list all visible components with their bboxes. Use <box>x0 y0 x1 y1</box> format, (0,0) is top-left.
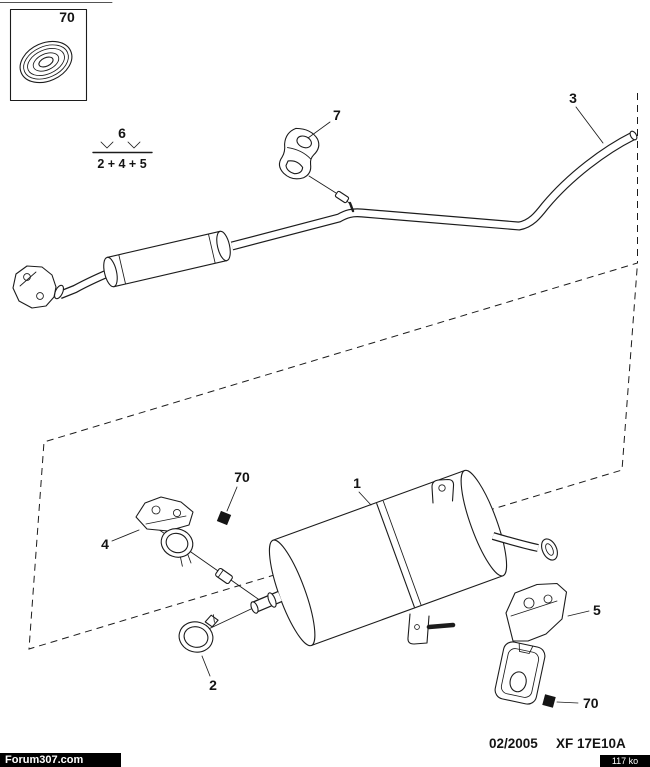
tailpipe-tip <box>541 538 558 561</box>
callout-rear-silencer: 1 <box>353 475 361 491</box>
leader-1 <box>358 491 372 506</box>
footer-code: XF 17E10A <box>556 736 626 751</box>
callout-hanger: 7 <box>333 107 341 123</box>
down-arrow-icon <box>127 141 141 149</box>
hanger-pin-rod <box>426 622 456 630</box>
hanger-hook <box>285 160 304 175</box>
mount-hole <box>509 671 527 693</box>
leader-70-rear <box>556 701 579 704</box>
footer-date: 02/2005 <box>489 736 538 751</box>
leader-70-front <box>226 486 238 512</box>
hanger-hole <box>296 135 312 149</box>
leader-5 <box>567 610 590 617</box>
leader-7 <box>307 121 331 139</box>
pipe-open-end <box>629 130 638 141</box>
rear-bracket-drawing <box>494 582 568 705</box>
inset-part-number: 70 <box>59 9 75 25</box>
callout-rear-bracket: 5 <box>593 602 601 618</box>
watermark-filesize: 117 ko <box>600 755 650 767</box>
spacer-sleeve <box>215 567 233 585</box>
callout-bolt-front: 70 <box>234 469 250 485</box>
bolt-square-icon <box>542 694 556 708</box>
front-flange-drawing <box>12 265 65 309</box>
clamp-drawing <box>178 614 219 653</box>
silencer-seam <box>382 500 422 605</box>
rubber-mount-block <box>494 641 546 705</box>
silencer-drawing <box>268 469 508 647</box>
bracket-hole <box>543 594 553 604</box>
bolt-square-icon <box>216 510 232 526</box>
gasket-ring-drawing <box>19 40 73 84</box>
bracket-hole <box>172 508 182 518</box>
callout-intermediate-pipe: 3 <box>569 90 577 106</box>
inlet-open-end <box>250 601 259 614</box>
bracket-ring-clamp <box>160 528 194 567</box>
watermark-site: Forum307.com <box>0 753 121 767</box>
flange-bolt-hole <box>36 292 44 300</box>
bracket-hole <box>414 624 420 630</box>
leader-3 <box>575 106 604 144</box>
leader-2 <box>201 655 211 677</box>
bolt-front <box>216 486 238 526</box>
tab-hole <box>438 484 446 492</box>
callout-clamp: 2 <box>209 677 217 693</box>
hanger-pin-bolt <box>334 190 350 204</box>
inlet-collar-ring <box>267 592 277 608</box>
resonator-drawing <box>103 230 231 288</box>
silencer-seam <box>376 503 415 608</box>
bracket-hole <box>151 505 161 515</box>
down-arrow-icon <box>100 141 114 149</box>
bolt-rear <box>542 694 579 708</box>
bracket-hole <box>523 597 535 609</box>
inset-frame <box>9 8 88 102</box>
assembly-components: 2 + 4 + 5 <box>97 157 146 171</box>
clamp-bolt-tab <box>204 614 219 628</box>
assembly-group-number: 6 <box>118 125 126 141</box>
assembly-note: 6 2 + 4 + 5 <box>92 125 153 171</box>
hanger-drawing <box>278 127 353 207</box>
projection-plane-dashed <box>28 93 638 650</box>
callout-bolt-rear: 70 <box>583 695 599 711</box>
callout-front-bracket: 4 <box>101 536 109 552</box>
intermediate-pipe-drawing <box>12 130 638 309</box>
leader-4 <box>111 529 140 542</box>
gasket-inset: 70 <box>9 8 88 102</box>
front-bracket-drawing <box>135 496 194 567</box>
